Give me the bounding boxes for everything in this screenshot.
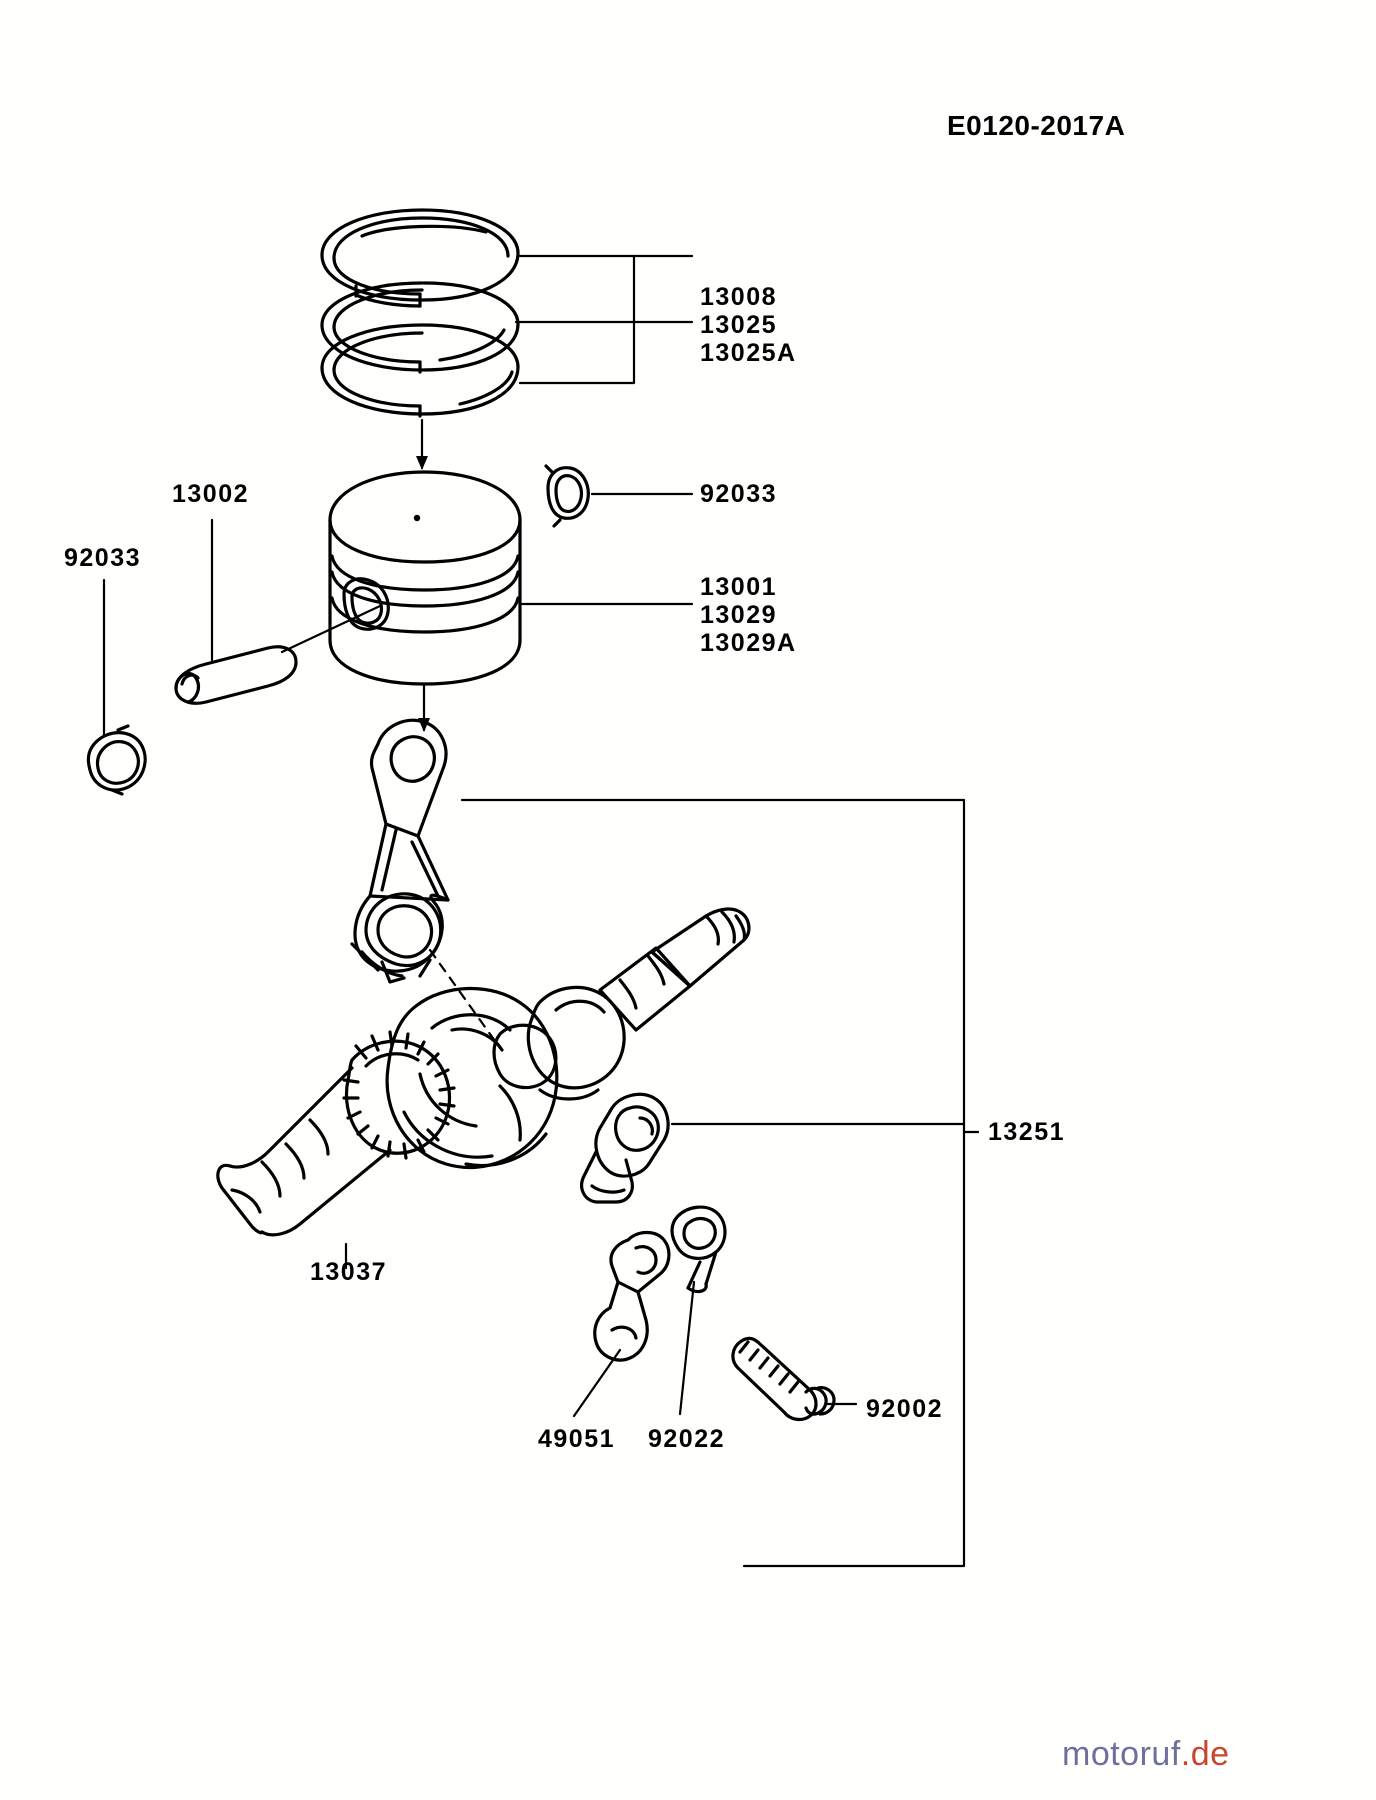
drawing-number: E0120-2017A — [947, 110, 1126, 141]
callout-13002: 13002 — [172, 480, 250, 508]
crankshaft — [216, 907, 751, 1237]
callout-13008: 13008 — [700, 283, 778, 311]
timing-gear — [342, 1030, 456, 1160]
callout-13025A: 13025A — [700, 339, 797, 367]
callout-13025: 13025 — [700, 311, 778, 339]
callout-92002: 92002 — [866, 1395, 944, 1423]
callout-92033-right: 92033 — [700, 480, 778, 508]
piston-pin — [174, 645, 298, 705]
piston-body — [328, 470, 522, 686]
callout-92033-left: 92033 — [64, 544, 142, 572]
balancer-parts — [580, 1092, 836, 1422]
callout-13029A: 13029A — [700, 629, 797, 657]
snap-ring-left — [86, 724, 147, 796]
leader-lines — [102, 254, 980, 1568]
watermark-tld: .de — [1180, 1735, 1230, 1773]
callout-13037: 13037 — [310, 1258, 388, 1286]
callout-92022: 92022 — [648, 1425, 726, 1453]
snap-ring-right — [544, 464, 590, 528]
watermark-brand: motoruf — [1062, 1735, 1181, 1773]
connecting-rod — [350, 718, 450, 984]
piston-rings-group — [320, 208, 520, 418]
callout-13251: 13251 — [988, 1118, 1066, 1146]
callout-49051: 49051 — [538, 1425, 616, 1453]
callout-13001: 13001 — [700, 573, 778, 601]
callout-13029: 13029 — [700, 601, 778, 629]
watermark: motoruf.de — [1062, 1735, 1230, 1774]
